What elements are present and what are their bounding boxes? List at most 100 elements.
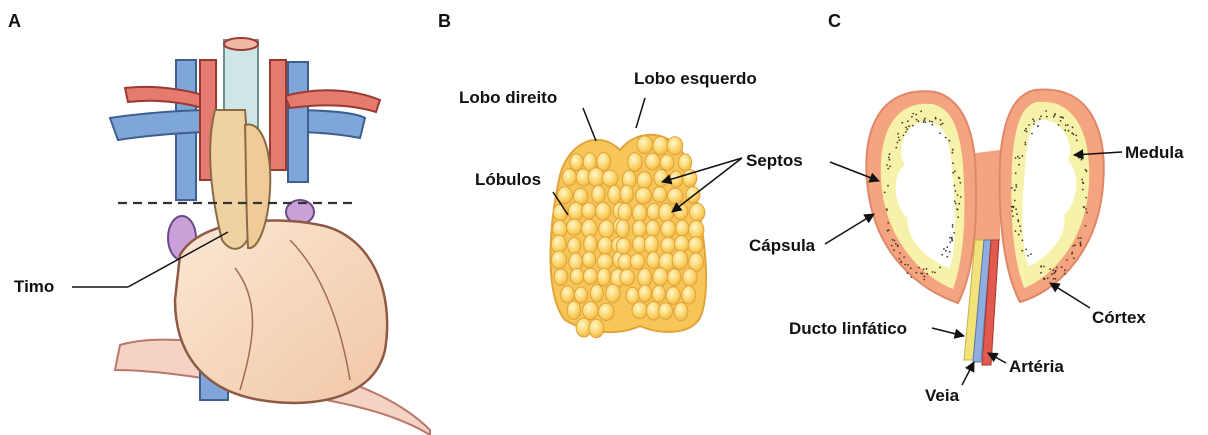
cortex-dot (1076, 140, 1078, 142)
cortex-dot (1019, 157, 1021, 159)
cortex-dot (899, 258, 901, 260)
cortex-dot (899, 252, 901, 254)
lobule-left-lobe (644, 235, 658, 254)
cortex-dot (1072, 245, 1074, 247)
lobule-right-lobe (553, 204, 567, 221)
cortex-dot (952, 226, 954, 228)
heart (175, 220, 387, 403)
cortex-dot (922, 273, 924, 275)
lobule-left-lobe (679, 154, 692, 171)
lobule-left-lobe (653, 268, 668, 286)
panel-b: B Lobo direito Lobo esquerdo Lóbulos Sep… (438, 11, 803, 338)
cortex-dot (954, 185, 956, 187)
cortex-dot (898, 137, 900, 139)
cortex-dot (1086, 170, 1088, 172)
cortex-dot (1085, 208, 1087, 210)
cortex-dot (1062, 117, 1064, 119)
cortex-dot (953, 232, 955, 234)
cortex-dot (912, 125, 914, 127)
label-veia: Veia (925, 386, 960, 405)
cortex-dot (900, 261, 902, 263)
lobule-left-lobe (632, 302, 647, 319)
cortex-dot (1054, 114, 1056, 116)
cortex-dot (910, 276, 912, 278)
cortex-dot (1060, 120, 1062, 122)
cortex-dot (1031, 133, 1033, 135)
cortex-dot (1037, 126, 1039, 128)
cortex-dot (952, 162, 954, 164)
cortex-dot (923, 276, 925, 278)
cortex-dot (1022, 239, 1024, 241)
cortex-dot (959, 177, 961, 179)
lobule-right-lobe (590, 285, 603, 303)
cortex-dot (1066, 259, 1068, 261)
cortex-dot (1028, 124, 1030, 126)
lobule-left-lobe (626, 287, 639, 304)
cortex-dot (1078, 157, 1080, 159)
cortex-dot (1058, 124, 1060, 126)
lobule-right-lobe (562, 169, 576, 186)
cortex-dot (1015, 208, 1017, 210)
cortex-dot (916, 119, 918, 121)
cortex-dot (1082, 189, 1084, 191)
lobule-left-lobe (666, 287, 680, 305)
lobule-right-lobe (568, 237, 581, 254)
cortex-dot (1074, 244, 1076, 246)
lobule-right-lobe (551, 251, 566, 269)
cortex-dot (955, 203, 957, 205)
cortex-dot (1064, 269, 1066, 271)
lobule-right-lobe (582, 252, 595, 268)
cortex-dot (960, 196, 962, 198)
cortex-dot (1032, 118, 1034, 120)
label-lobo-esquerdo: Lobo esquerdo (634, 69, 757, 88)
cortex-dot (939, 132, 941, 134)
cortex-dot (923, 279, 925, 281)
cortex-dot (901, 122, 903, 124)
lobule-right-lobe (570, 154, 583, 171)
cortex-dot (923, 119, 925, 121)
cortex-dot (1083, 207, 1085, 209)
veia-arrow (962, 362, 974, 385)
lobule-left-lobe (683, 269, 697, 287)
cortex-dot (943, 248, 945, 250)
lobule-right-lobe (596, 202, 611, 220)
cortex-dot (1080, 237, 1082, 239)
lobule-left-lobe (632, 220, 646, 237)
cortex-dot (954, 201, 956, 203)
cortex-arrow (1050, 283, 1090, 308)
lobule-right-lobe (583, 302, 599, 320)
cortex-dot (905, 127, 907, 129)
cortex-dot (959, 182, 961, 184)
cortex-dot (1025, 249, 1027, 251)
cortex-dot (934, 272, 936, 274)
lobule-left-lobe (652, 285, 665, 302)
cortex-dot (946, 246, 948, 248)
cortex-dot (1071, 132, 1073, 134)
cortex-dot (1043, 278, 1045, 280)
cortex-dot (1030, 253, 1032, 255)
cortex-dot (1020, 230, 1022, 232)
lobule-left-lobe (659, 303, 673, 320)
lobule-left-lobe (674, 303, 688, 321)
cortex-dot (1085, 197, 1087, 199)
cortex-dot (908, 125, 910, 127)
cortex-dot (926, 273, 928, 275)
cortex-dot (940, 119, 942, 121)
cortex-dot (894, 240, 896, 242)
cortex-dot (931, 121, 933, 123)
cortex-dot (1017, 156, 1019, 158)
lobule-right-lobe (598, 237, 613, 254)
lobule-right-lobe (584, 235, 597, 254)
cortex-dot (941, 254, 943, 256)
cortex-dot (897, 245, 899, 247)
jugular-vein-left (288, 62, 308, 182)
cortex-dot (1079, 155, 1081, 157)
cortex-dot (1045, 110, 1047, 112)
lobule-left-lobe (675, 236, 689, 253)
cortex-dot (1073, 257, 1075, 259)
cortex-dot (1012, 215, 1014, 217)
panel-a: A (8, 11, 430, 435)
cortex-dot (915, 272, 917, 274)
trachea-top (224, 38, 258, 50)
cortex-dot (887, 185, 889, 187)
